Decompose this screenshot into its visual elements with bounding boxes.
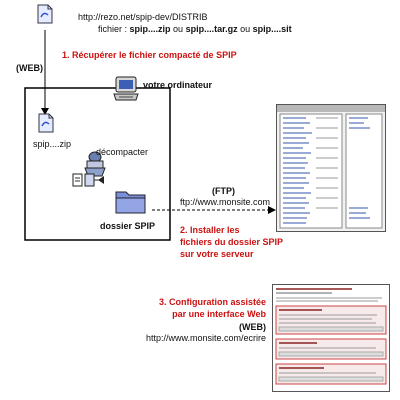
step2-title-line3: sur votre serveur [180,249,254,259]
folder-icon [114,186,148,216]
step3-title-line1: 3. Configuration assistée [158,297,266,307]
fichier-label: fichier : [98,24,128,34]
decompress-label: décompacter [96,147,149,157]
install-form-thumbnail [272,284,390,392]
step2-protocol: (FTP) [212,186,235,196]
file-targz: spip....tar.gz [185,24,238,34]
ftp-arrowhead [268,206,276,214]
download-arrowhead [41,108,49,115]
step3-title: 3. Configuration assistée par une interf… [120,296,266,320]
ftp-url: ftp://www.monsite.com [180,197,271,207]
document-icon [37,4,53,24]
files-icon [72,172,110,188]
computer-label: votre ordinateur [143,80,213,90]
step3-protocol: (WEB) [239,322,266,332]
step1-title: 1. Récupérer le fichier compacté de SPIP [62,50,237,60]
computer-icon [112,76,140,102]
server-window-thumbnail [276,104,386,232]
step2-title-line1: 2. Installer les [180,225,240,235]
source-url: http://rezo.net/spip-dev/DISTRIB [78,12,208,22]
step3-title-line2: par une interface Web [172,309,266,319]
source-files: fichier : spip....zip ou spip....tar.gz … [98,24,292,35]
separator: ou [237,24,253,34]
zip-label: spip....zip [33,139,72,149]
file-sit: spip....sit [252,24,292,34]
folder-label: dossier SPIP [100,221,156,231]
separator: ou [170,24,186,34]
computer-frame [24,87,171,241]
step2-title-line2: fichiers du dossier SPIP [180,237,284,247]
step2-title: 2. Installer les fichiers du dossier SPI… [180,224,283,260]
step1-protocol: (WEB) [16,63,43,73]
zip-file-icon [38,113,54,133]
step3-url: http://www.monsite.com/ecrire [145,333,266,343]
file-zip: spip....zip [129,24,171,34]
